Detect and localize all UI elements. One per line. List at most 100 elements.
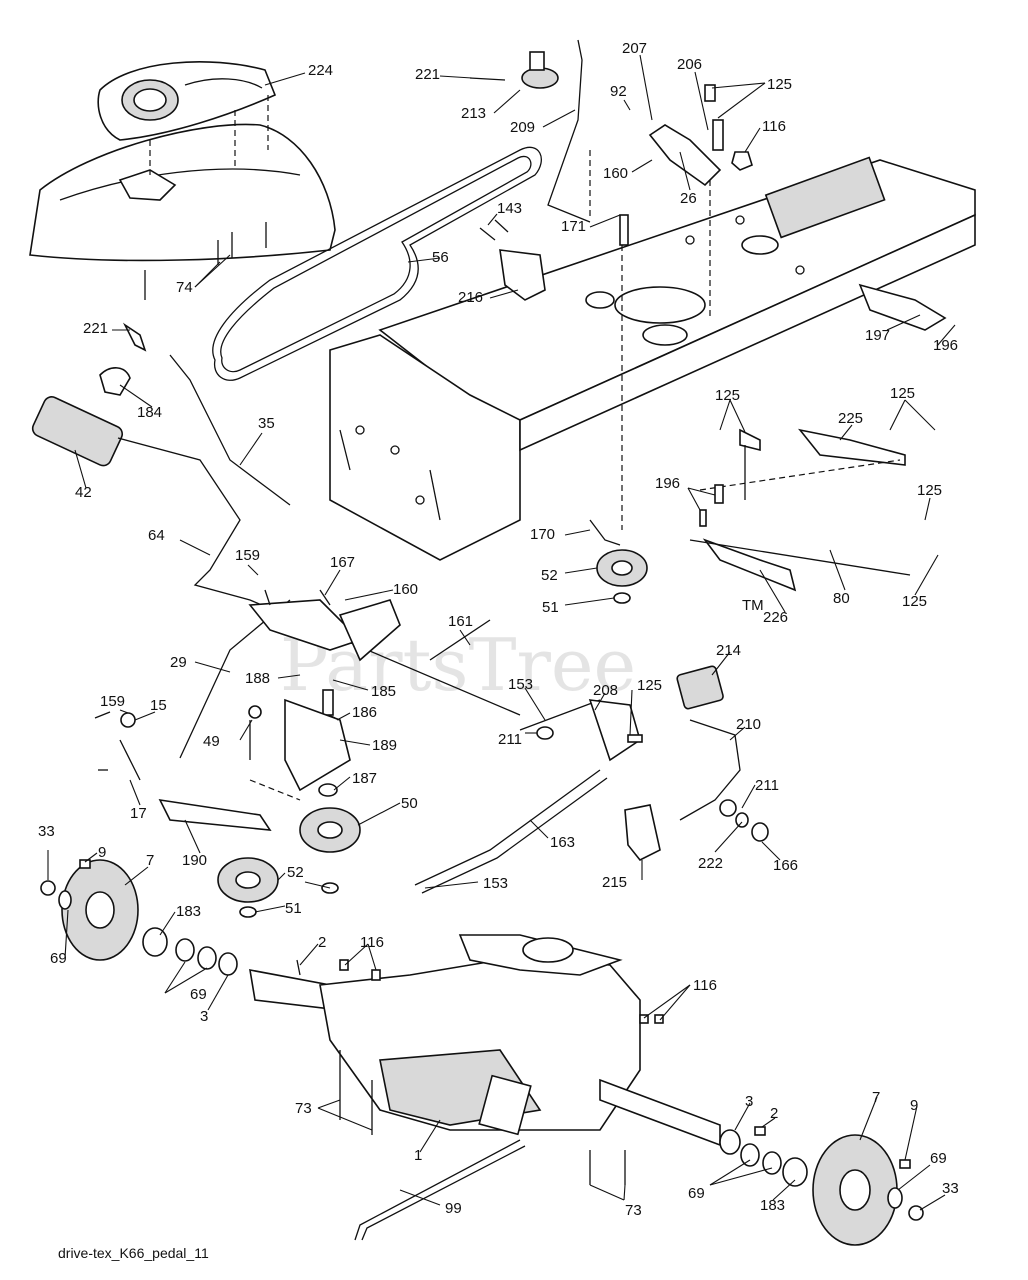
callout: 64 [148,527,165,544]
callout: 211 [498,731,522,748]
callout: 69 [688,1185,705,1202]
callout: 51 [542,599,559,616]
callout: 196 [655,475,680,492]
callout: 221 [83,320,108,337]
center-linkage [248,589,643,894]
callout: 3 [745,1093,753,1110]
callout: 171 [561,218,586,235]
upper-linkage [469,39,753,530]
callout: 69 [50,950,67,967]
fender-assembly [29,61,336,300]
callout: 160 [603,165,628,182]
callout: 73 [295,1100,312,1117]
callout: 56 [432,249,449,266]
callout: 74 [176,279,193,296]
callout: 221 [415,66,440,83]
callout: 125 [902,593,927,610]
tractor-frame [329,156,976,561]
callout: 1 [414,1147,422,1164]
callout: 33 [942,1180,959,1197]
callout: 9 [910,1097,918,1114]
callout: 51 [285,900,302,917]
callout: 125 [715,387,740,404]
callout: 116 [762,118,786,135]
transaxle-assembly [249,934,721,1241]
callout: 163 [550,834,575,851]
callout: 52 [287,864,304,881]
right-pedal-assembly [624,665,769,862]
callout: 222 [698,855,723,872]
callout: 210 [736,716,761,733]
callout: 3 [200,1008,208,1025]
callout: 225 [838,410,863,427]
callout: 187 [352,770,377,787]
callout: 125 [890,385,915,402]
callout: 196 [933,337,958,354]
callout: 116 [693,977,717,994]
callout: 92 [610,83,627,100]
callout: 185 [371,683,396,700]
callout: 143 [497,200,522,217]
callout: 206 [677,56,702,73]
leader-lines [47,54,956,1211]
callout: 161 [448,613,473,630]
left-wheel-hub [40,859,238,976]
callout: 188 [245,670,270,687]
callout: 29 [170,654,187,671]
trademark-text: TM [742,597,764,614]
callout: 153 [483,875,508,892]
callout: 160 [393,581,418,598]
callout: 125 [767,76,792,93]
callout: 2 [318,934,326,951]
callout: 226 [763,609,788,626]
callout: 99 [445,1200,462,1217]
callout: 15 [150,697,167,714]
callout: 215 [602,874,627,891]
callout: 167 [330,554,355,571]
callout: 213 [461,105,486,122]
callout: 166 [773,857,798,874]
callout: 33 [38,823,55,840]
right-bracket-assembly [689,283,947,592]
callout: 73 [625,1202,642,1219]
callout: 190 [182,852,207,869]
callout: 80 [833,590,850,607]
callout-labels: 224 221 213 209 207 92 206 125 116 160 2… [38,40,959,1219]
callout: 116 [360,934,384,951]
callout: 209 [510,119,535,136]
callout: 170 [530,526,555,543]
callout: 189 [372,737,397,754]
callout: 50 [401,795,418,812]
callout: 224 [308,62,333,79]
callout: 183 [176,903,201,920]
callout: 42 [75,484,92,501]
callout: 7 [146,852,154,869]
callout: 184 [137,404,162,421]
callout: 159 [235,547,260,564]
callout: 211 [755,777,779,794]
callout: 52 [541,567,558,584]
callout: 17 [130,805,147,822]
callout: 186 [352,704,377,721]
callout: 207 [622,40,647,57]
callout: 153 [508,676,533,693]
callout: 183 [760,1197,785,1214]
callout: 159 [100,693,125,710]
callout: 69 [930,1150,947,1167]
callout: 69 [190,986,207,1003]
callout: 125 [917,482,942,499]
callout: 2 [770,1105,778,1122]
callout: 7 [872,1089,880,1106]
right-wheel-hub [719,1126,924,1246]
callout: 125 [637,677,662,694]
callout: 214 [716,642,741,659]
callout: 216 [458,289,483,306]
diagram-caption: drive-tex_K66_pedal_11 [58,1245,209,1261]
drive-belt [212,146,542,381]
callout: 26 [680,190,697,207]
callout: 208 [593,682,618,699]
callout: 9 [98,844,106,861]
callout: 35 [258,415,275,432]
callout: 49 [203,733,220,750]
